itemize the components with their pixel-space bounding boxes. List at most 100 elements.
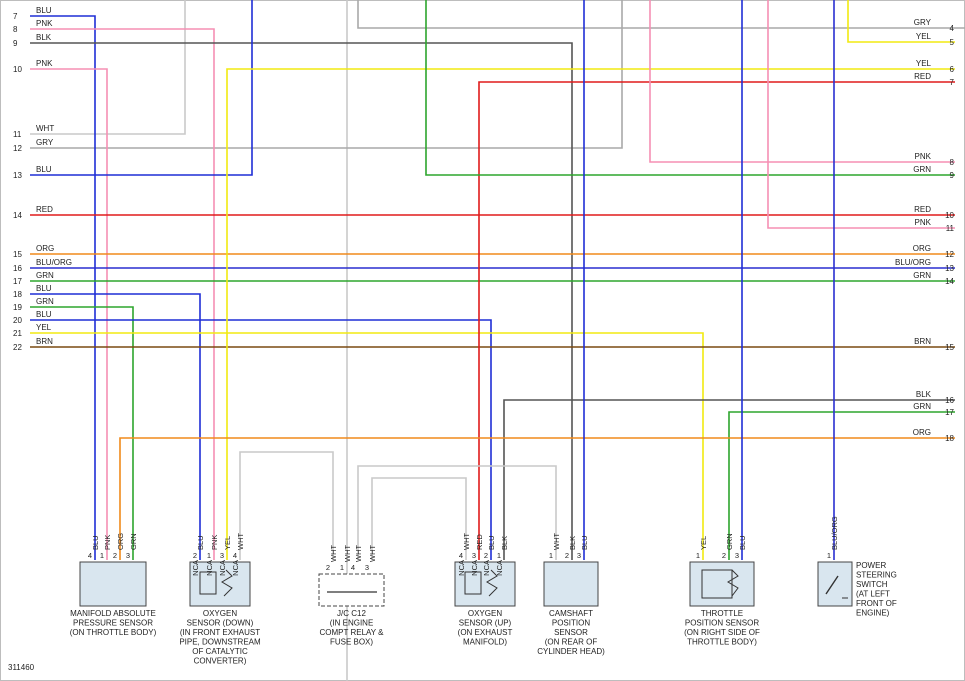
wire-org-right-18 — [119, 437, 955, 560]
left-terminal-pin: 21 — [13, 329, 22, 338]
component-caption-line: (ON EXHAUST — [458, 628, 513, 637]
right-terminal-color: ORG — [913, 428, 931, 437]
component-caption-line: (IN FRONT EXHAUST — [180, 628, 260, 637]
component-pin-color: GRN — [129, 533, 138, 550]
component-pin-color: ORG — [116, 533, 125, 550]
component-caption-line: (ON THROTTLE BODY) — [70, 628, 157, 637]
left-terminal-color: YEL — [36, 323, 52, 332]
figure-id: 311460 — [8, 663, 35, 672]
right-terminal-pin: 8 — [950, 158, 955, 167]
component-pin-tag: NCA — [482, 560, 491, 576]
component-caption-line: POWER — [856, 561, 886, 570]
left-terminal-color: BLU/ORG — [36, 258, 72, 267]
right-terminal-color: PNK — [915, 218, 932, 227]
right-terminal-color: RED — [914, 72, 931, 81]
component-pin-number: 4 — [351, 563, 355, 572]
left-terminal-pin: 14 — [13, 211, 22, 220]
component-pin-color: PNK — [103, 535, 112, 550]
resistor-symbol — [221, 569, 233, 597]
component-pin-color: GRN — [725, 533, 734, 550]
component-pin-color: BLU — [91, 535, 100, 550]
component-pin-number: 2 — [326, 563, 330, 572]
heater-symbol — [464, 571, 482, 595]
wire-wht-splice-a — [239, 451, 334, 560]
component-pin-color: BLK — [500, 536, 509, 550]
component-caption-line: SWITCH — [856, 580, 888, 589]
right-terminal-pin: 9 — [950, 171, 955, 180]
label-layer: 7BLU8PNK9BLK10PNK11WHT12GRY13BLU14RED15O… — [13, 6, 955, 443]
component-caption-line: OXYGEN — [203, 609, 237, 618]
component-pin-tag: NCA — [470, 560, 479, 576]
component-pin-number: 4 — [88, 551, 92, 560]
right-terminal-pin: 18 — [945, 434, 954, 443]
left-terminal-pin: 18 — [13, 290, 22, 299]
left-terminal-color: BLK — [36, 33, 52, 42]
component-pin-number: 3 — [365, 563, 369, 572]
wire-yel-right-6 — [226, 68, 955, 560]
component-pin-tag: NCA — [191, 560, 200, 576]
component-pin-number: 2 — [113, 551, 117, 560]
wire-pnk-8 — [30, 28, 215, 560]
component-caption-line: MANIFOLD ABSOLUTE — [70, 609, 156, 618]
component-caption-line: PRESSURE SENSOR — [73, 619, 153, 628]
left-terminal-color: BLU — [36, 310, 52, 319]
component-pin-color: WHT — [236, 533, 245, 550]
wire-blu-18 — [30, 293, 201, 560]
component-caption-line: THROTTLE — [701, 609, 743, 618]
right-terminal-color: YEL — [916, 32, 932, 41]
left-terminal-pin: 17 — [13, 277, 22, 286]
component-o2down: 2BLUNCA1PNKNCA3YELNCA4WHTNCAOXYGENSENSOR… — [179, 533, 261, 666]
right-terminal-color: GRN — [913, 402, 931, 411]
left-terminal-pin: 16 — [13, 264, 22, 273]
component-pin-number: 3 — [472, 551, 476, 560]
component-pin-color: YEL — [223, 536, 232, 550]
right-terminal-pin: 4 — [950, 24, 955, 33]
left-terminal-pin: 10 — [13, 65, 22, 74]
left-terminal-color: GRN — [36, 271, 54, 280]
right-terminal-color: GRN — [913, 271, 931, 280]
component-pin-color: WHT — [368, 545, 377, 562]
component-body — [689, 561, 755, 607]
component-pin-color: BLK — [568, 536, 577, 550]
component-caption-line: SENSOR — [554, 628, 588, 637]
right-terminal-pin: 14 — [945, 277, 954, 286]
component-pin-color: WHT — [343, 545, 352, 562]
component-pin-tag: NCA — [457, 560, 466, 576]
component-pin-number: 1 — [207, 551, 211, 560]
wire-wht-11 — [30, 0, 186, 135]
component-pin-number: 3 — [126, 551, 130, 560]
component-body — [318, 573, 385, 607]
component-pin-color: YEL — [699, 536, 708, 550]
left-terminal-color: BLU — [36, 6, 52, 15]
component-pin-color: BLU — [196, 535, 205, 550]
left-terminal-color: RED — [36, 205, 53, 214]
wire-pnk-right-8 — [649, 0, 955, 163]
right-terminal-color: YEL — [916, 59, 932, 68]
left-terminal-pin: 22 — [13, 343, 22, 352]
component-pin-number: 1 — [497, 551, 501, 560]
wire-grn-19 — [30, 306, 134, 560]
right-terminal-pin: 16 — [945, 396, 954, 405]
component-pin-tag: NCA — [205, 560, 214, 576]
right-terminal-color: RED — [914, 205, 931, 214]
left-terminal-color: BRN — [36, 337, 53, 346]
component-pin-number: 1 — [549, 551, 553, 560]
component-caption-line: CAMSHAFT — [549, 609, 593, 618]
left-terminal-pin: 11 — [13, 130, 22, 139]
left-terminal-pin: 20 — [13, 316, 22, 325]
component-caption-line: J/C C12 — [337, 609, 366, 618]
potentiometer-symbol — [727, 569, 739, 597]
left-terminal-color: GRN — [36, 297, 54, 306]
wire-blu-7 — [30, 15, 96, 560]
component-pin-number: 2 — [722, 551, 726, 560]
left-terminal-color: PNK — [36, 19, 53, 28]
component-caption-line: MANIFOLD) — [463, 638, 507, 647]
component-pin-number: 4 — [459, 551, 463, 560]
heater-symbol — [199, 571, 217, 595]
left-terminal-pin: 9 — [13, 39, 18, 48]
wire-yel-21 — [30, 332, 704, 560]
right-terminal-color: BLU/ORG — [895, 258, 931, 267]
